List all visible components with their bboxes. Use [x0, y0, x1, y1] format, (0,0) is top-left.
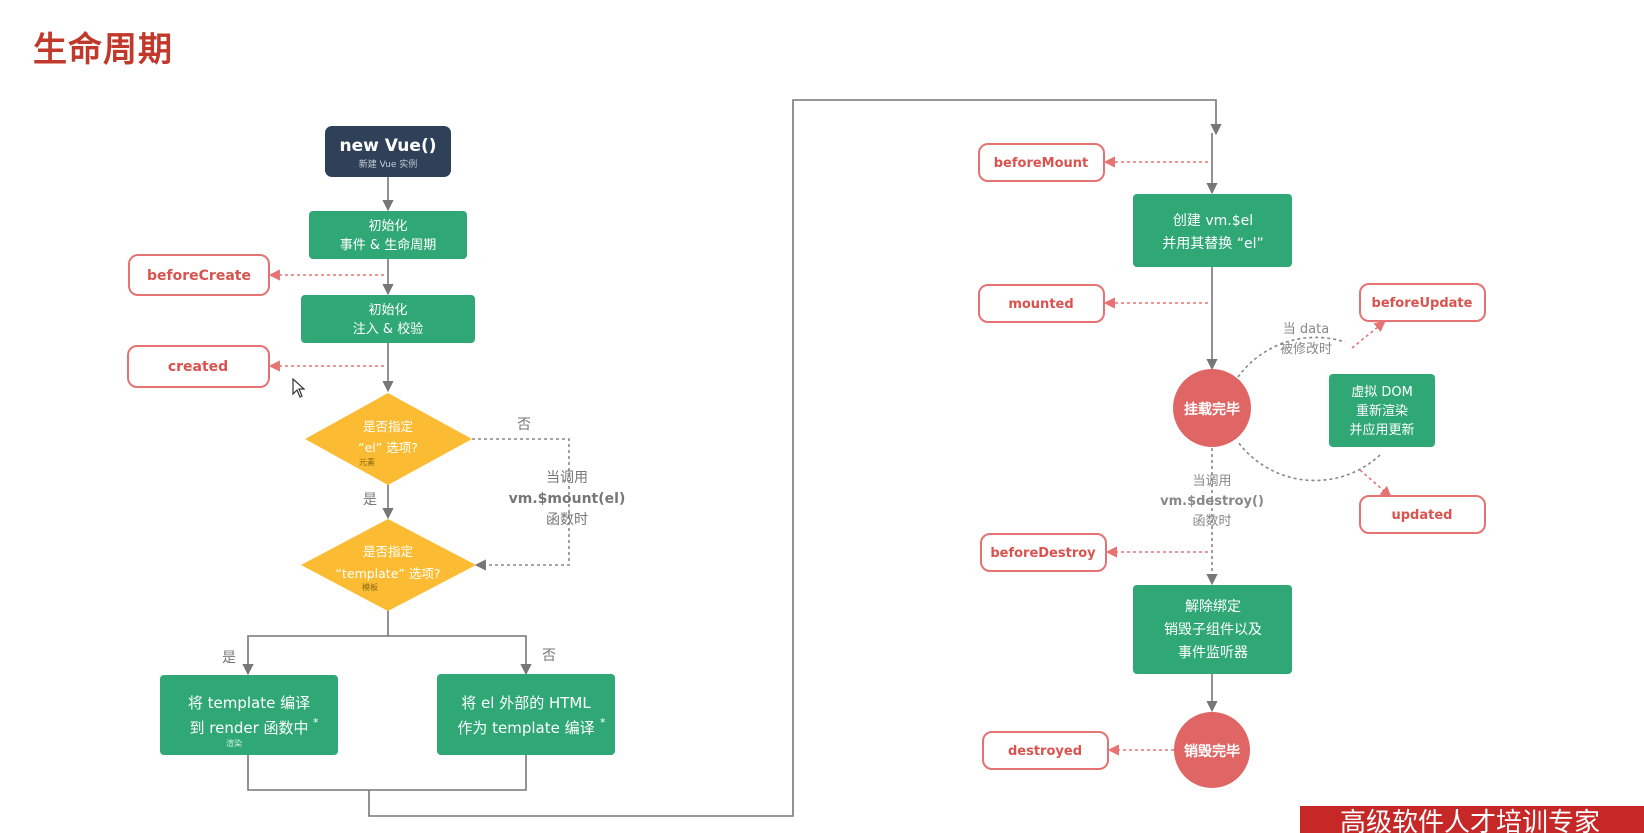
vdom-line2: 重新渲染 [1356, 403, 1408, 419]
hook-updated-label: updated [1392, 508, 1453, 523]
teardown-node: 解除绑定 销毁子组件以及 事件监听器 [1133, 585, 1292, 674]
vdom-line3: 并应用更新 [1349, 422, 1414, 438]
teardown-line1: 解除绑定 [1185, 599, 1241, 615]
label-no-template: 否 [542, 648, 556, 664]
hook-arrows [268, 156, 1392, 756]
init-events-line2: 事件 & 生命周期 [340, 237, 436, 253]
template-option-note: 模板 [362, 582, 378, 592]
compile-outer-node: 将 el 外部的 HTML 作为 template 编译 * [437, 674, 615, 755]
dotted-lines [472, 336, 1381, 586]
hook-updated: updated [1359, 495, 1486, 534]
label-no-el: 否 [517, 417, 531, 433]
destroyed-state-node: 销毁完毕 [1174, 712, 1250, 788]
new-vue-title: new Vue() [340, 136, 437, 156]
template-option-line2: “template” 选项? [336, 566, 441, 581]
label-data-change-1: 当 data [1283, 322, 1329, 337]
hook-destroyed-label: destroyed [1008, 744, 1082, 759]
new-vue-subtitle: 新建 Vue 实例 [359, 158, 418, 170]
hook-before-update: beforeUpdate [1359, 283, 1486, 322]
compile-outer-star: * [600, 716, 606, 729]
hook-destroyed: destroyed [982, 731, 1109, 770]
init-events-line1: 初始化 [368, 219, 407, 234]
brand-banner: 高级软件人才培训专家 [1300, 806, 1644, 833]
hook-created-label: created [168, 359, 228, 375]
brand-banner-text: 高级软件人才培训专家 [1340, 808, 1601, 833]
el-option-line2: “el” 选项? [358, 440, 418, 455]
page-title: 生命周期 [33, 30, 173, 70]
create-el-node: 创建 vm.$el 并用其替换 “el” [1133, 194, 1292, 267]
flow-lines [242, 99, 1222, 817]
label-destroy-call-3: 函数时 [1192, 514, 1231, 529]
label-destroy-call-1: 当调用 [1192, 474, 1231, 489]
init-events-node: 初始化 事件 & 生命周期 [309, 211, 467, 259]
label-mount-call-2: vm.$mount(el) [509, 491, 626, 507]
vdom-node: 虚拟 DOM 重新渲染 并应用更新 [1329, 374, 1435, 447]
mounted-state-node: 挂载完毕 [1173, 369, 1251, 447]
teardown-line2: 销毁子组件以及 [1164, 622, 1262, 638]
hook-before-destroy-label: beforeDestroy [990, 546, 1096, 561]
hook-before-mount-label: beforeMount [994, 156, 1089, 171]
hook-before-update-label: beforeUpdate [1372, 296, 1473, 311]
hook-before-destroy: beforeDestroy [980, 533, 1107, 572]
template-option-decision: 是否指定 “template” 选项? 模板 [301, 519, 476, 611]
mounted-state-label: 挂载完毕 [1184, 401, 1240, 418]
init-inject-node: 初始化 注入 & 校验 [301, 295, 475, 343]
label-mount-call-3: 函数时 [546, 512, 588, 528]
hook-created: created [127, 345, 270, 388]
vdom-line1: 虚拟 DOM [1351, 385, 1413, 400]
compile-template-node: 将 template 编译 到 render 函数中 * 渲染 [160, 675, 338, 755]
init-inject-line1: 初始化 [368, 303, 407, 318]
label-data-change-2: 被修改时 [1280, 342, 1332, 357]
compile-template-line2: 到 render 函数中 [189, 719, 308, 737]
create-el-line1: 创建 vm.$el [1173, 213, 1253, 229]
el-option-line1: 是否指定 [363, 419, 413, 434]
hook-before-create-label: beforeCreate [147, 268, 251, 284]
el-option-note: 元素 [359, 457, 375, 467]
hook-before-mount: beforeMount [978, 143, 1105, 182]
compile-template-star: * [313, 716, 319, 729]
label-yes-el: 是 [363, 492, 377, 508]
compile-template-note: 渲染 [226, 738, 242, 748]
mouse-cursor-icon [292, 378, 306, 398]
hook-mounted: mounted [978, 284, 1105, 323]
label-yes-template: 是 [222, 650, 236, 666]
compile-template-line1: 将 template 编译 [188, 694, 310, 712]
new-vue-node: new Vue() 新建 Vue 实例 [325, 126, 451, 177]
compile-outer-line1: 将 el 外部的 HTML [461, 694, 591, 712]
create-el-line2: 并用其替换 “el” [1162, 235, 1263, 252]
template-option-line1: 是否指定 [363, 544, 413, 559]
el-option-decision: 是否指定 “el” 选项? 元素 [305, 393, 472, 485]
compile-outer-line2: 作为 template 编译 [457, 719, 594, 737]
label-mount-call-1: 当调用 [546, 470, 588, 486]
destroyed-state-label: 销毁完毕 [1184, 743, 1240, 760]
label-destroy-call-2: vm.$destroy() [1160, 494, 1264, 509]
init-inject-line2: 注入 & 校验 [353, 321, 423, 337]
teardown-line3: 事件监听器 [1178, 645, 1248, 661]
hook-before-create: beforeCreate [128, 254, 270, 296]
hook-mounted-label: mounted [1008, 297, 1073, 312]
